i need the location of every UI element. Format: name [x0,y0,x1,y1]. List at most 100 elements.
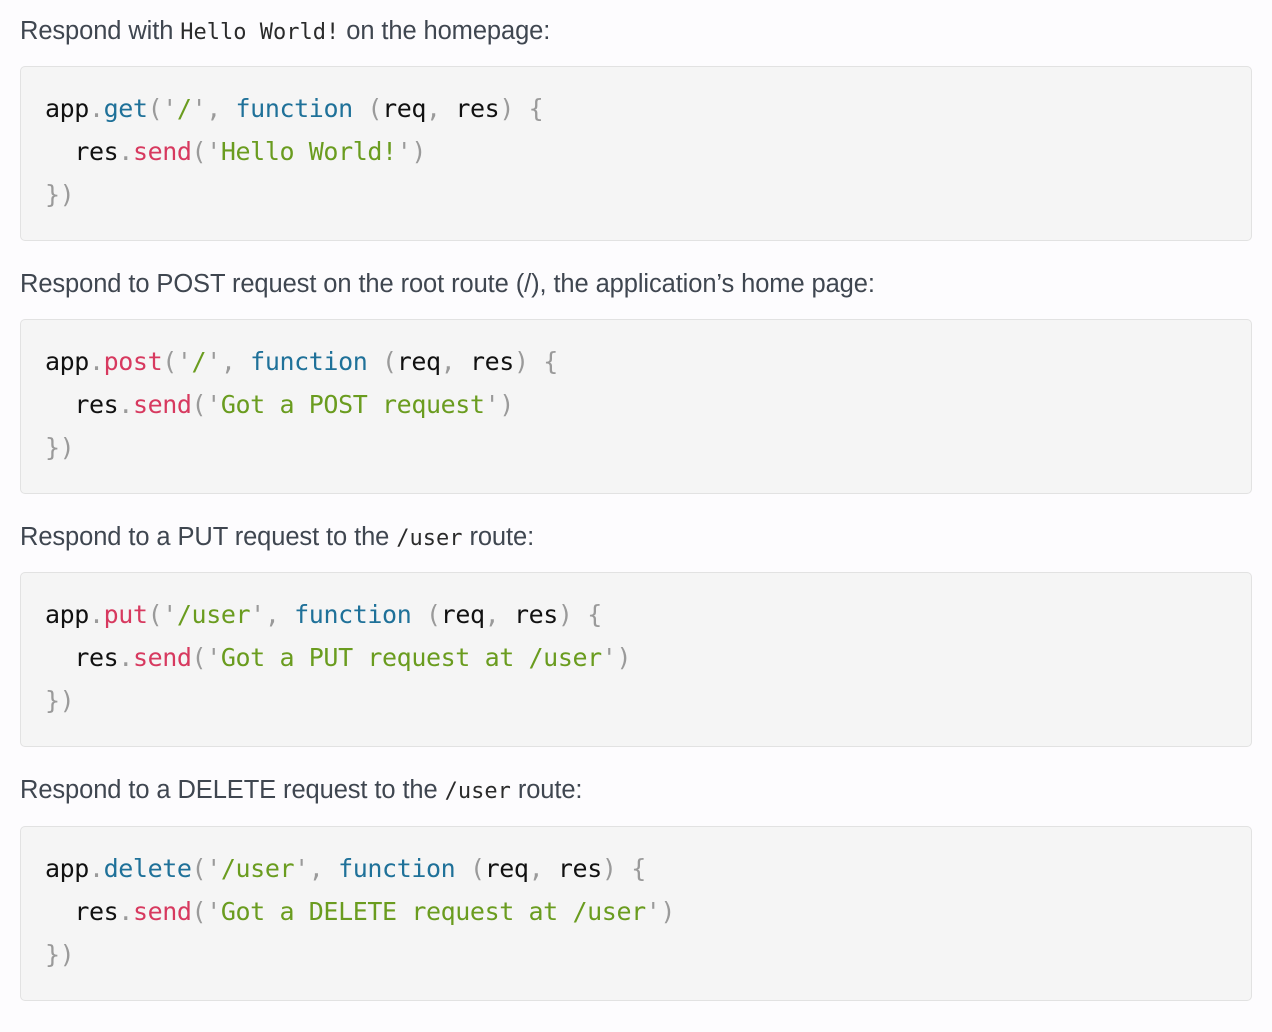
code-token-punctuation: , [308,853,324,883]
code-line: app.post('/', function (req, res) { [45,347,558,376]
code-token-string-quote: ' [206,643,221,673]
code-token-plain [514,94,529,123]
code-token-property: send [132,390,192,420]
code-token-punctuation: ( [191,853,207,883]
code-token-property: send [132,643,192,673]
code-content: app.put('/user', function (req, res) { r… [45,593,1227,722]
code-token-punctuation: ) [411,137,426,167]
section-description: Respond to a PUT request to the /user ro… [20,520,1252,558]
code-token-punctuation: { [587,600,602,630]
code-line: res.send('Hello World!') [45,137,426,166]
code-token-plain: res [74,390,119,420]
code-token-punctuation: ( [426,600,441,630]
code-token-plain: res [557,853,602,883]
code-token-plain [323,854,338,883]
code-token-property: send [132,896,192,926]
code-token-punctuation: ) [601,853,617,883]
section-description: Respond to a DELETE request to the /user… [20,773,1252,811]
code-token-punctuation: ( [382,347,397,377]
code-token-punctuation: . [88,347,104,377]
code-token-plain [221,94,236,123]
code-token-string-quote: ' [250,600,265,630]
code-token-plain: app [45,600,89,630]
doc-section: Respond with Hello World! on the homepag… [20,14,1252,242]
code-token-plain: res [74,643,119,673]
code-token-punctuation: ( [147,94,163,124]
code-block[interactable]: app.post('/', function (req, res) { res.… [20,319,1252,495]
code-token-plain [455,854,470,883]
code-token-property: send [132,137,192,167]
description-text-before: Respond to a DELETE request to the [20,776,445,805]
code-token-punctuation: , [264,600,280,630]
code-block[interactable]: app.delete('/user', function (req, res) … [20,825,1252,1001]
code-token-plain: res [455,94,500,124]
code-token-plain [617,854,632,883]
code-token-string-quote: ' [206,896,221,926]
code-token-plain [499,600,514,629]
code-token-punctuation: ) [59,939,75,969]
code-token-keyword: delete [103,853,192,883]
code-token-punctuation: , [206,94,221,124]
code-token-plain: res [74,137,119,167]
code-token-punctuation: , [484,600,500,630]
code-token-punctuation: , [440,347,456,377]
inline-code: /user [444,779,511,805]
code-token-punctuation: , [528,853,544,883]
code-token-string-quote: ' [162,94,177,124]
code-token-keyword: function [250,347,368,377]
code-token-punctuation: . [118,643,133,673]
code-line: }) [45,939,75,969]
code-token-string-quote: ' [484,390,500,420]
code-line: }) [45,686,75,716]
code-token-function: get [103,94,148,124]
code-token-punctuation: { [631,853,646,883]
code-token-plain: req [382,94,427,124]
code-line: }) [45,433,75,463]
code-line: }) [45,180,75,210]
code-token-punctuation: ( [191,896,207,926]
code-token-string-quote: ' [294,853,309,883]
sections-container: Respond with Hello World! on the homepag… [20,14,1252,1001]
code-token-punctuation: ) [513,347,529,377]
code-token-punctuation: } [45,686,60,716]
doc-section: Respond to POST request on the root rout… [20,267,1252,495]
code-block[interactable]: app.put('/user', function (req, res) { r… [20,572,1252,748]
code-token-plain [45,897,74,926]
code-token-string: /user [220,853,295,883]
code-token-string-quote: ' [396,137,412,167]
description-text-after: on the homepage: [339,17,551,45]
code-token-string: / [191,347,207,377]
code-token-plain: res [469,347,514,377]
code-token-string-quote: ' [645,896,661,926]
code-token-punctuation: ( [147,600,163,630]
code-token-punctuation: ) [59,433,75,463]
code-line: res.send('Got a DELETE request at /user'… [45,897,675,926]
code-token-plain [236,347,251,376]
doc-section: Respond to a DELETE request to the /user… [20,773,1252,1001]
code-token-string: / [176,94,192,124]
code-token-string: Got a PUT request at /user [220,643,602,673]
code-token-punctuation: ) [59,180,75,210]
code-token-string-quote: ' [162,600,177,630]
code-token-plain [45,643,74,672]
code-token-plain [529,347,544,376]
code-token-string-quote: ' [206,347,221,377]
code-token-plain [45,390,74,419]
section-description: Respond to POST request on the root rout… [20,267,1252,305]
code-token-punctuation: . [88,94,104,124]
code-token-plain: req [396,347,441,377]
code-token-punctuation: . [118,137,133,167]
code-token-punctuation: ) [660,896,676,926]
description-text-before: Respond with [20,17,181,45]
code-token-punctuation: } [45,433,60,463]
code-token-plain: res [74,896,119,926]
code-line: app.put('/user', function (req, res) { [45,600,602,629]
code-token-plain: app [45,94,89,124]
code-token-string-quote: ' [176,347,192,377]
code-token-string-quote: ' [601,643,617,673]
code-token-punctuation: ( [469,853,485,883]
code-block[interactable]: app.get('/', function (req, res) { res.s… [20,66,1252,242]
doc-section: Respond to a PUT request to the /user ro… [20,520,1252,748]
code-token-punctuation: ( [162,347,177,377]
